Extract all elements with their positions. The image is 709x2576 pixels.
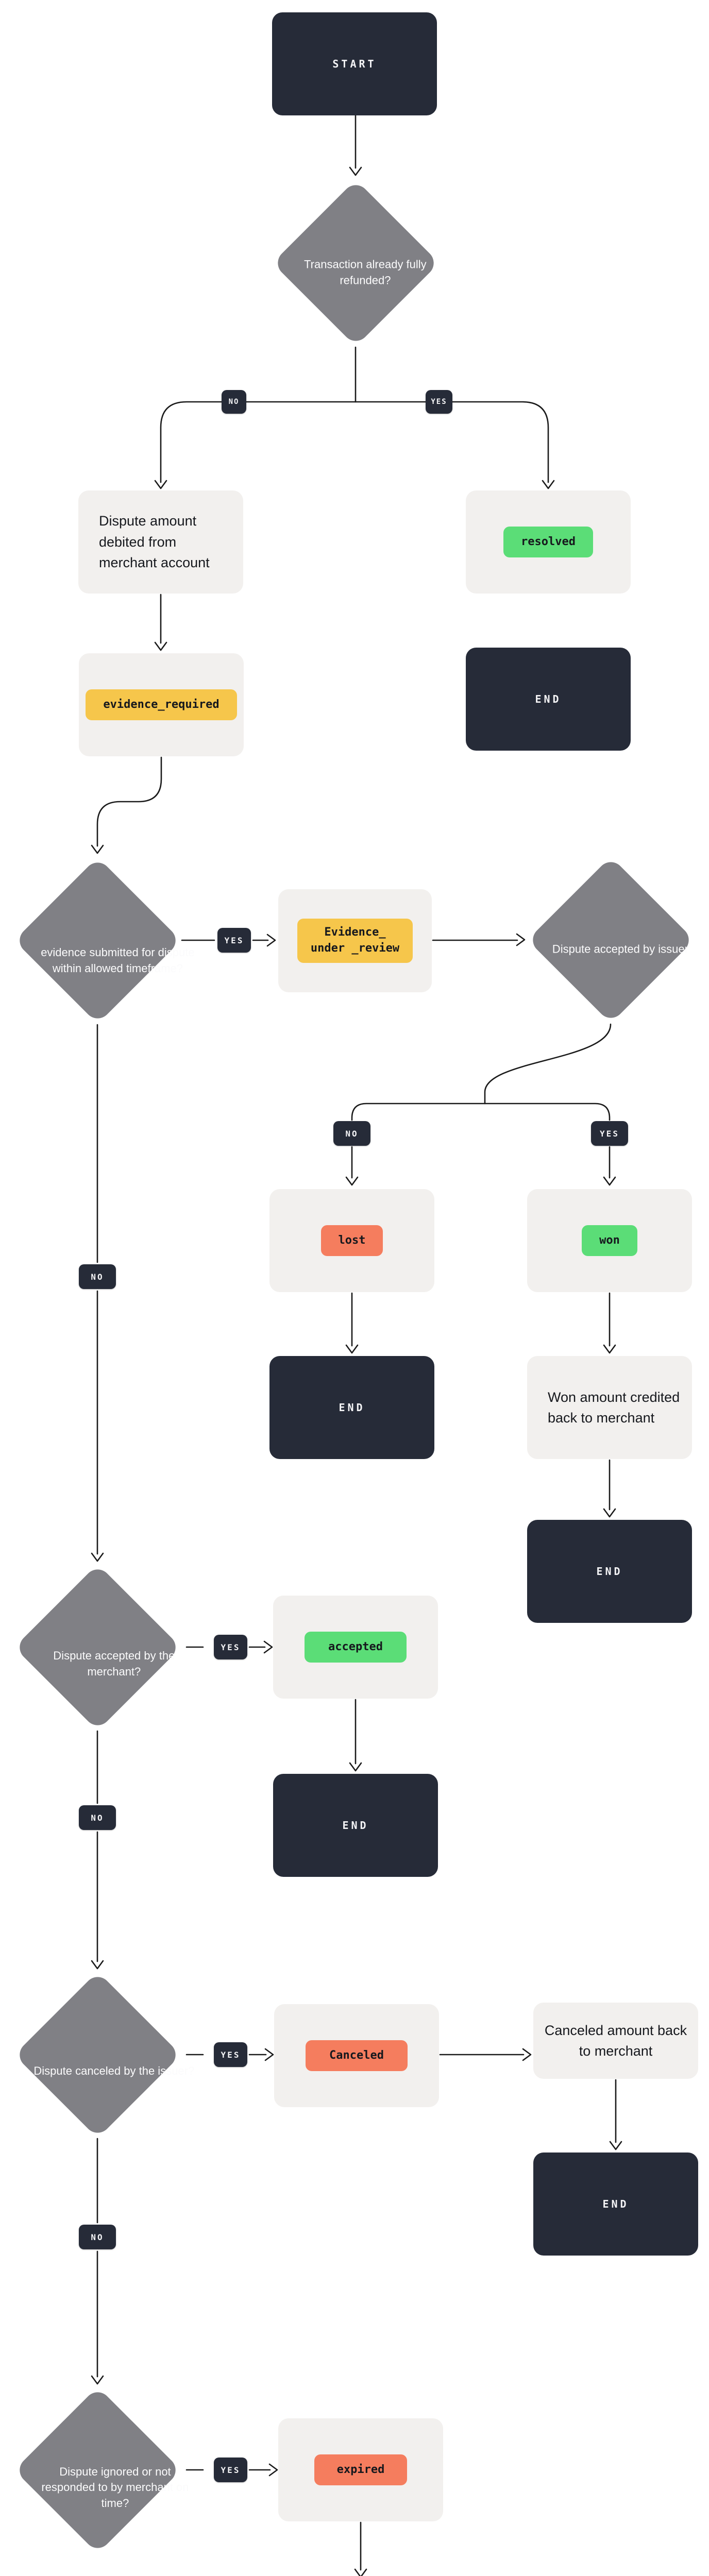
decision-issuer-canceled: Dispute canceled by the issuer?: [14, 1971, 194, 2139]
status-evidence-under-review-badge: Evidence_ under _review: [297, 919, 413, 963]
status-won-badge: won: [582, 1225, 637, 1257]
start-label: START: [332, 58, 377, 70]
process-won-credit-label: Won amount credited back to merchant: [548, 1389, 680, 1426]
no-tag-refunded: NO: [222, 390, 246, 414]
process-won-credit-card: Won amount credited back to merchant: [527, 1356, 692, 1459]
decision-issuer-accepted-label: Dispute accepted by issuer: [552, 942, 688, 956]
status-resolved-card: resolved: [466, 490, 631, 594]
decision-merchant-accepted: Dispute accepted by the merchant?: [14, 1564, 181, 1731]
no-tag-merchant-accepted: NO: [79, 1805, 116, 1830]
end-label: END: [596, 1565, 623, 1578]
status-evidence-required-badge: evidence_required: [86, 689, 237, 721]
status-resolved-badge: resolved: [503, 526, 593, 558]
yes-tag-refunded: YES: [426, 390, 452, 414]
no-tag-label: NO: [91, 1272, 104, 1282]
end-label: END: [342, 1819, 369, 1832]
yes-tag-evidence-submitted: YES: [217, 928, 251, 953]
end-node-accepted: END: [273, 1774, 438, 1877]
yes-tag-merchant-ignored: YES: [214, 2458, 247, 2482]
yes-tag-merchant-accepted: YES: [214, 1635, 247, 1659]
yes-tag-issuer-canceled: YES: [214, 2042, 247, 2067]
process-debited-label: Dispute amount debited from merchant acc…: [99, 513, 210, 571]
status-accepted-badge: accepted: [305, 1631, 407, 1663]
status-expired-badge: expired: [314, 2454, 408, 2486]
status-canceled-badge: Canceled: [306, 2040, 408, 2072]
yes-tag-label: YES: [221, 1642, 241, 1652]
decision-issuer-canceled-label: Dispute canceled by the issuer?: [33, 2064, 195, 2078]
no-tag-label: NO: [91, 1812, 104, 1823]
yes-tag-label: YES: [224, 935, 244, 945]
status-lost-badge: lost: [320, 1225, 383, 1257]
decision-issuer-accepted: Dispute accepted by issuer: [527, 856, 695, 1024]
yes-tag-issuer-accepted: YES: [591, 1121, 628, 1146]
no-tag-issuer-canceled: NO: [79, 2225, 116, 2249]
end-label: END: [602, 2198, 629, 2210]
decision-merchant-accepted-label: Dispute accepted by the merchant?: [53, 1649, 175, 1678]
end-node-won: END: [527, 1520, 692, 1623]
start-node: START: [272, 12, 437, 115]
status-canceled-card: Canceled: [274, 2004, 439, 2107]
status-evidence-under-review-card: Evidence_ under _review: [278, 889, 432, 992]
no-tag-label: NO: [91, 2232, 104, 2242]
yes-tag-label: YES: [221, 2465, 241, 2475]
decision-refunded-label: Transaction already fully refunded?: [304, 258, 427, 286]
status-expired-card: expired: [278, 2418, 443, 2521]
status-accepted-card: accepted: [273, 1596, 438, 1699]
end-node-lost: END: [269, 1356, 434, 1459]
yes-tag-label: YES: [600, 1128, 619, 1139]
end-node-canceled: END: [533, 2153, 698, 2256]
no-tag-label: NO: [228, 398, 240, 406]
no-tag-issuer-accepted: NO: [333, 1121, 370, 1146]
decision-evidence-submitted-label: evidence submitted for dispute within al…: [41, 946, 195, 975]
yes-tag-label: YES: [221, 2049, 241, 2060]
end-label: END: [339, 1401, 365, 1414]
end-label: END: [535, 693, 562, 705]
yes-tag-label: YES: [431, 398, 447, 406]
decision-evidence-submitted: evidence submitted for dispute within al…: [14, 857, 195, 1024]
process-debited-card: Dispute amount debited from merchant acc…: [78, 490, 243, 594]
status-evidence-required-card: evidence_required: [79, 653, 244, 756]
status-lost-card: lost: [269, 1189, 434, 1292]
decision-refunded: Transaction already fully refunded?: [272, 179, 440, 347]
process-canceled-back-card: Canceled amount back to merchant: [533, 2003, 698, 2079]
end-node-resolved: END: [466, 648, 631, 751]
status-won-card: won: [527, 1189, 692, 1292]
no-tag-evidence-submitted: NO: [79, 1264, 116, 1289]
no-tag-label: NO: [345, 1128, 359, 1139]
decision-merchant-ignored-label: Dispute ignored or not responded to by m…: [41, 2465, 189, 2510]
process-canceled-back-label: Canceled amount back to merchant: [544, 2022, 687, 2059]
decision-merchant-ignored: Dispute ignored or not responded to by m…: [14, 2386, 189, 2554]
